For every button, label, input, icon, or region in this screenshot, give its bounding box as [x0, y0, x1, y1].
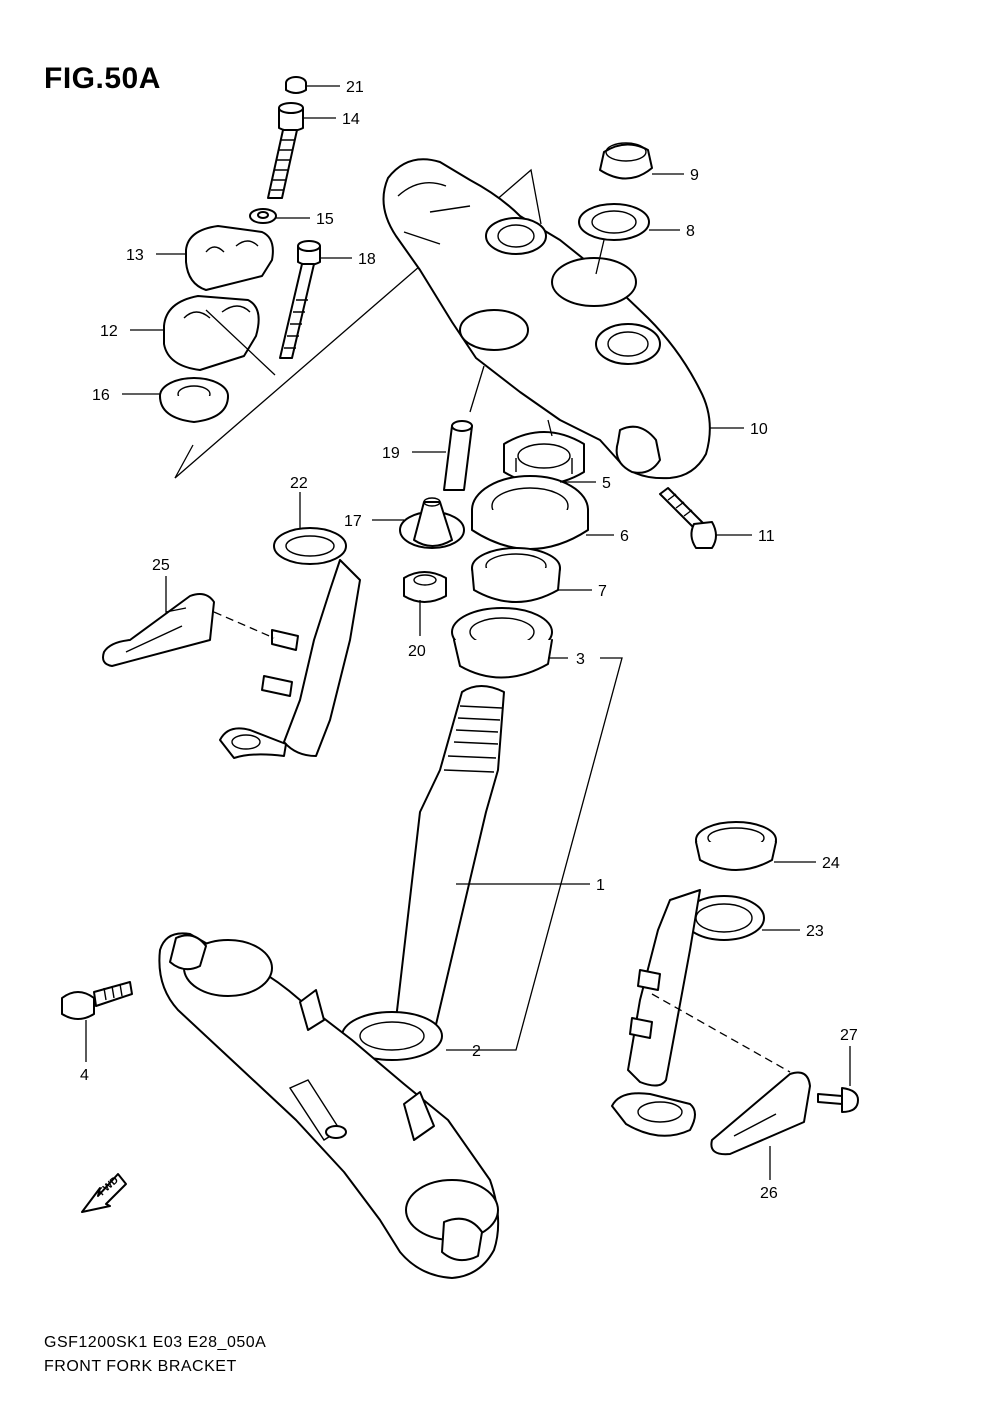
part-1-steering-stem	[341, 685, 505, 1061]
assembly-line-5	[547, 419, 553, 437]
part-17-cover	[399, 497, 465, 549]
lower-bracket	[158, 932, 500, 1279]
part-18-bolt	[279, 240, 321, 359]
part-20-nut	[403, 571, 447, 603]
callout-4: 4	[80, 1067, 89, 1084]
part-12-lower-holder	[163, 295, 276, 376]
inset-frame-line	[174, 168, 542, 479]
callout-20: 20	[408, 643, 426, 660]
part-21-cap	[285, 76, 307, 94]
assembly-line-19	[469, 365, 485, 413]
callout-13: 13	[126, 247, 144, 264]
callout-2: 2	[472, 1043, 481, 1060]
callout-6: 6	[620, 528, 629, 545]
figure-title: FIG.50A	[44, 62, 161, 95]
callout-11: 11	[758, 528, 775, 545]
part-22-bracket	[219, 527, 361, 759]
part-25-stay	[102, 593, 215, 667]
callout-18: 18	[358, 251, 376, 268]
part-14-bolt	[267, 102, 304, 199]
callout-3: 3	[576, 651, 585, 668]
part-10-upper-bracket	[382, 158, 711, 480]
part-4-bolt	[61, 981, 133, 1020]
part-9-cap-nut	[599, 142, 653, 180]
drawing-code: GSF1200SK1 E03 E28_050A	[44, 1334, 267, 1351]
part-8-washer	[578, 203, 650, 241]
callout-12: 12	[100, 323, 118, 340]
callout-1: 1	[596, 877, 605, 894]
part-27-screw	[817, 1087, 859, 1113]
callout-8: 8	[686, 223, 695, 240]
callout-10: 10	[750, 421, 768, 438]
fwd-arrow-icon: FWD	[81, 1173, 127, 1213]
callout-21: 21	[346, 79, 364, 96]
callout-24: 24	[822, 855, 840, 872]
inset-frame-line-lower	[174, 444, 194, 479]
part-callouts: 21 14 15 13 18 12 16 9 8 10 19 5 22 17 6…	[80, 79, 858, 1202]
callout-23: 23	[806, 923, 824, 940]
part-13-upper-holder	[185, 225, 274, 291]
callout-17: 17	[344, 513, 362, 530]
assembly-line-25	[213, 611, 275, 639]
assembly-line-8	[595, 239, 605, 275]
callout-22: 22	[290, 475, 308, 492]
callout-16: 16	[92, 387, 110, 404]
part-15-washer	[249, 208, 277, 224]
drawing-name: FRONT FORK BRACKET	[44, 1358, 237, 1375]
part-19-collar	[443, 420, 473, 491]
callout-5: 5	[602, 475, 611, 492]
callout-15: 15	[316, 211, 334, 228]
callout-14: 14	[342, 111, 360, 128]
part-3-race	[451, 607, 553, 679]
callout-19: 19	[382, 445, 400, 462]
part-7-bearing	[471, 547, 561, 603]
assembly-line-26	[651, 993, 791, 1073]
callout-25: 25	[152, 557, 170, 574]
part-24-ring	[695, 821, 777, 871]
part-11-bolt	[659, 487, 717, 549]
callout-26: 26	[760, 1185, 778, 1202]
part-16-cushion	[159, 377, 229, 423]
part-6-seal	[471, 475, 589, 550]
callout-27: 27	[840, 1027, 858, 1044]
callout-7: 7	[598, 583, 607, 600]
callout-9: 9	[690, 167, 699, 184]
part-26-stay	[710, 1071, 811, 1156]
part-23-bracket	[611, 889, 765, 1137]
